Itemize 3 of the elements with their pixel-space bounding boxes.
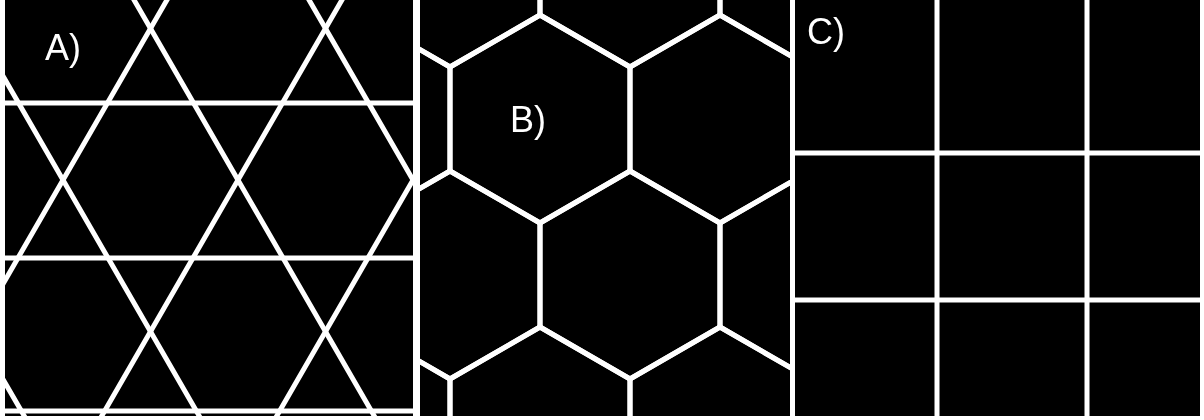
- panel-label: A): [45, 28, 81, 68]
- panel-label: C): [807, 12, 845, 52]
- panel-label: B): [510, 100, 546, 140]
